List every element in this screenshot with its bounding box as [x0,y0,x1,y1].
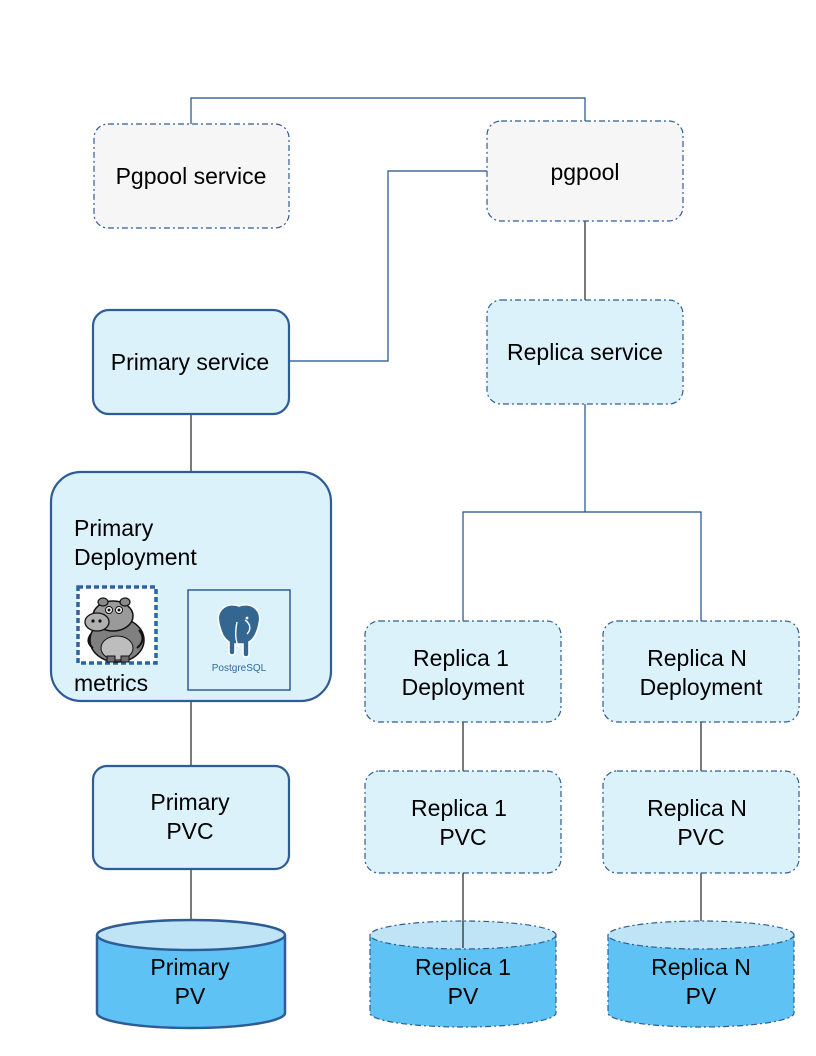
pgpool-service-box [93,123,290,229]
primary-pv-cylinder-top [95,918,287,952]
replica-service-node: Replica service [486,299,684,405]
connector-replica-service-to-replica1 [462,511,585,621]
replica1-pvc-box [364,770,562,874]
primary-pv-label-line1: Primary [150,954,230,980]
replicaN-pvc-box [602,770,800,874]
postgresql-elephant-icon [217,604,261,658]
replica1-pvc-label-line2: PVC [439,824,486,850]
pgpool-service-label: Pgpool service [116,163,267,189]
replica1-pv-label-line2: PV [448,983,479,1009]
replicaN-pv-label-line1: Replica N [651,954,751,980]
primary-deployment-node: Primary Deployment [49,470,333,703]
primary-pv-node: Primary PV [95,918,287,1030]
replicaN-deployment-label-line2: Deployment [640,674,763,700]
pgpool-label: pgpool [550,159,619,185]
metrics-container [76,585,158,665]
replicaN-pvc-label-line2: PVC [677,824,724,850]
replica1-deployment-label-line1: Replica 1 [413,645,509,671]
hippo-mascot-icon [84,597,145,663]
primary-pv-label-line2: PV [175,983,206,1009]
replica1-pvc-node: Replica 1 PVC [364,770,562,874]
replica1-deployment-node: Replica 1 Deployment [364,620,562,723]
replicaN-pvc-label-line1: Replica N [647,795,747,821]
replica1-pv-label-line1: Replica 1 [415,954,511,980]
replicaN-pvc-node: Replica N PVC [602,770,800,874]
replicaN-deployment-label-line1: Replica N [647,645,747,671]
primary-service-box [91,308,291,416]
primary-service-node: Primary service [91,308,291,416]
postgresql-logo-text: PostgreSQL [212,663,267,674]
primary-pvc-label-line1: Primary [150,789,230,815]
replicaN-pv-cylinder-top [607,920,795,950]
pgpool-box [486,120,684,222]
primary-deployment-label-line1: Primary [74,515,154,541]
connector-pgpool-service-to-pgpool [190,97,586,124]
replicaN-deployment-node: Replica N Deployment [602,620,800,723]
connector-replica-service-to-replicaN [585,511,702,621]
connector-primary-service-to-pgpool [289,170,487,362]
replica-service-box [486,299,684,405]
replicaN-deployment-box [602,620,800,723]
replica1-pv-cylinder-body [369,935,557,1028]
replica1-deployment-box [364,620,562,723]
connectors [190,97,702,922]
primary-pv-cylinder-body [95,935,287,1030]
replica1-deployment-label-line2: Deployment [402,674,525,700]
pgpool-node: pgpool [486,120,684,222]
primary-pvc-box [91,764,291,871]
primary-deployment-label-line2: Deployment [74,544,197,570]
replicaN-pv-node: Replica N PV [607,920,795,1028]
primary-service-label: Primary service [111,349,269,375]
replica1-pv-node: Replica 1 PV [369,873,557,1028]
replicaN-pv-cylinder-body [607,935,795,1028]
postgresql-container: PostgreSQL [187,589,291,691]
pgpool-service-node: Pgpool service [93,123,290,229]
replicaN-pv-label-line2: PV [686,983,717,1009]
primary-pvc-node: Primary PVC [91,764,291,871]
metrics-label: metrics [74,670,148,696]
replica1-pvc-label-line1: Replica 1 [411,795,507,821]
replica-service-label: Replica service [507,339,663,365]
primary-pvc-label-line2: PVC [166,818,213,844]
